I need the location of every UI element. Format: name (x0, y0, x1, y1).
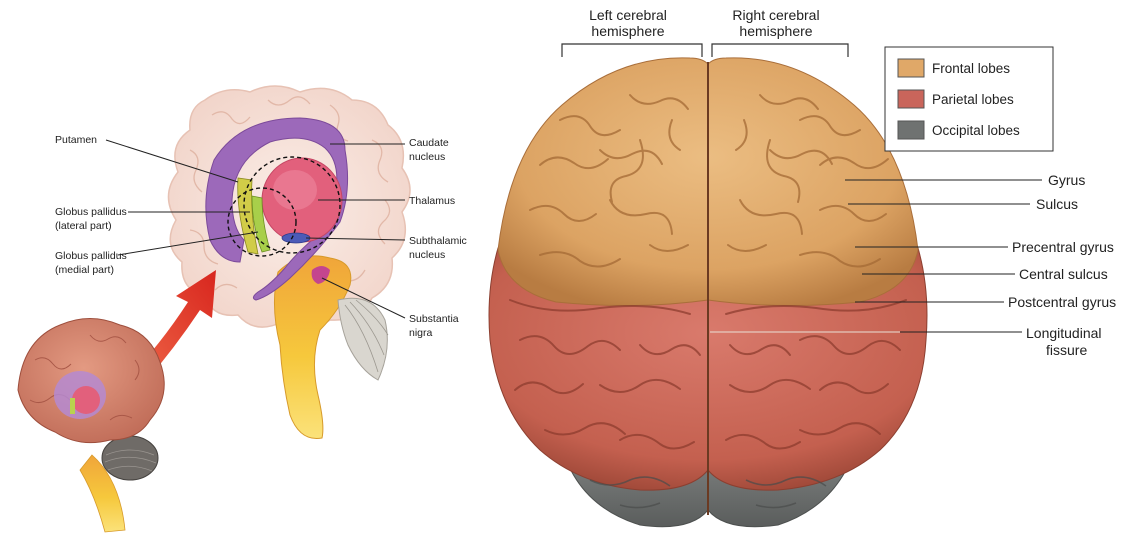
legend-swatch-parietal (898, 90, 924, 108)
label-subthalamic-2: nucleus (409, 249, 445, 261)
subthalamic-nucleus (282, 233, 310, 243)
label-gyrus: Gyrus (1048, 172, 1085, 188)
brainstem (274, 256, 350, 439)
label-right-hemisphere-2: hemisphere (739, 23, 812, 39)
legend-label-parietal: Parietal lobes (932, 92, 1014, 107)
hemisphere-brackets (562, 44, 848, 57)
label-substantia-2: nigra (409, 327, 433, 339)
label-caudate-1: Caudate (409, 137, 449, 149)
label-caudate-2: nucleus (409, 151, 445, 163)
label-precentral-gyrus: Precentral gyrus (1012, 239, 1114, 255)
label-longitudinal-2: fissure (1046, 342, 1087, 358)
label-gp-medial-1: Globus pallidus (55, 250, 127, 262)
label-subthalamic-1: Subthalamic (409, 235, 467, 247)
label-left-hemisphere-2: hemisphere (591, 23, 664, 39)
label-postcentral-gyrus: Postcentral gyrus (1008, 294, 1116, 310)
label-left-hemisphere-1: Left cerebral (589, 7, 667, 23)
legend-swatch-occipital (898, 121, 924, 139)
cerebellum-fibers (338, 298, 387, 380)
label-gp-lateral-1: Globus pallidus (55, 206, 127, 218)
basal-ganglia-illustration (18, 86, 410, 532)
label-longitudinal-1: Longitudinal (1026, 325, 1102, 341)
label-sulcus: Sulcus (1036, 196, 1078, 212)
legend-label-frontal: Frontal lobes (932, 61, 1010, 76)
label-thalamus: Thalamus (409, 195, 455, 207)
label-gp-medial-2: (medial part) (55, 264, 114, 276)
label-gp-lateral-2: (lateral part) (55, 220, 112, 232)
legend-swatch-frontal (898, 59, 924, 77)
label-putamen: Putamen (55, 134, 97, 146)
legend: Frontal lobes Parietal lobes Occipital l… (885, 47, 1053, 151)
cerebrum-top-view (489, 58, 927, 527)
label-central-sulcus: Central sulcus (1019, 266, 1108, 282)
legend-label-occipital: Occipital lobes (932, 123, 1020, 138)
label-substantia-1: Substantia (409, 313, 459, 325)
whole-brain-thumbnail (18, 319, 164, 533)
label-right-hemisphere-1: Right cerebral (732, 7, 819, 23)
